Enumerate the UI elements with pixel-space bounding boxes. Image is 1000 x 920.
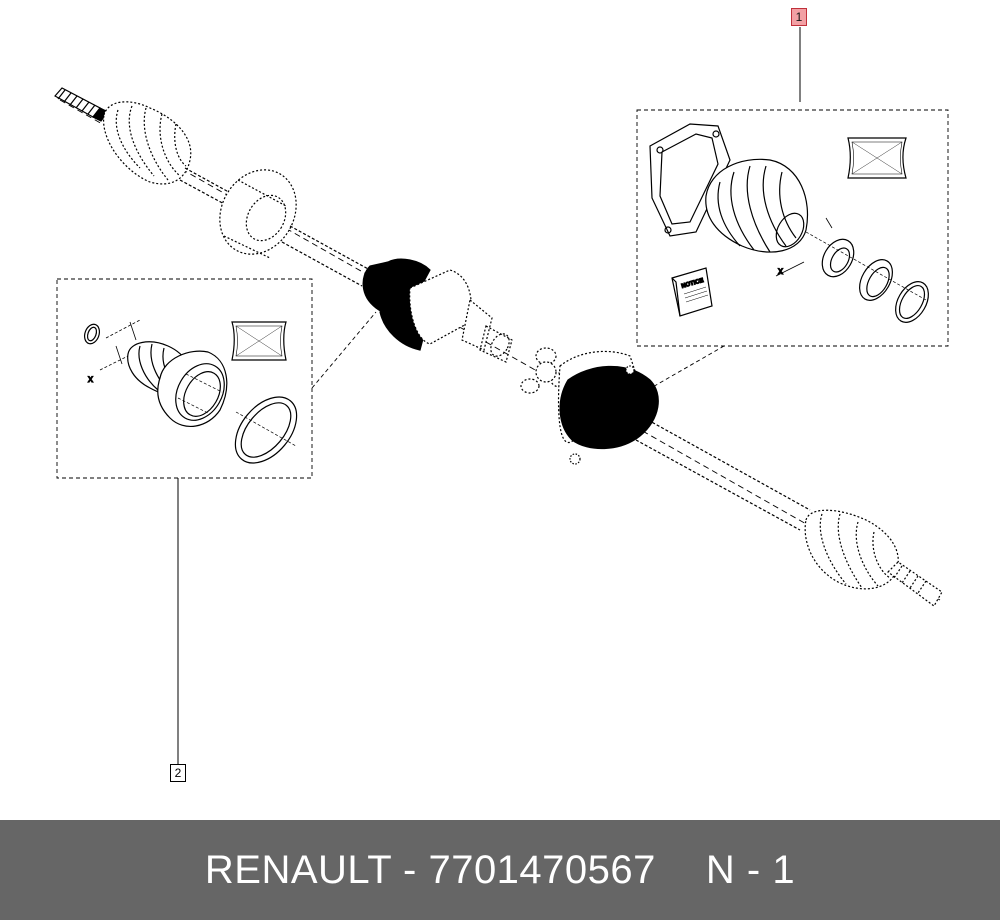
shaft-axis-line (59, 99, 941, 601)
clamp-ring-right (895, 281, 929, 323)
footer-suffix: N - 1 (705, 847, 796, 892)
kit-box-2: x (56, 278, 313, 479)
footer-part-number: RENAULT - 7701470567 (204, 847, 656, 892)
dimension-label-x-right: x (778, 266, 783, 277)
boot-large (157, 350, 228, 427)
leader-kit-1 (643, 345, 725, 393)
outer-cv-boot-left (103, 101, 192, 185)
inner-tulip-housing (409, 269, 513, 363)
shaft-damper-ring (219, 169, 297, 259)
outer-cv-boot-right (804, 509, 899, 590)
outer-joint-body (557, 350, 659, 465)
footer-bar: RENAULT - 7701470567 N - 1 (0, 820, 1000, 920)
boot-large-right (705, 158, 809, 253)
shaft-segment-mid (281, 225, 371, 287)
kit-box-1: NOTICE x (636, 109, 949, 347)
instruction-booklet (671, 267, 713, 317)
outer-spline-stub (54, 87, 109, 122)
seal-ring (859, 259, 893, 301)
clamp-band (234, 396, 298, 464)
shaft-segment-upper (179, 167, 237, 207)
drive-shaft-exploded-diagram: x (54, 27, 949, 764)
callout-2-badge[interactable]: 2 (170, 764, 186, 782)
dimension-label-x-left: x (88, 374, 93, 385)
circlip-small (83, 323, 101, 345)
shaft-segment-lower (635, 419, 811, 531)
bearing-ring (821, 238, 855, 278)
leader-kit-2 (311, 311, 377, 389)
outer-spline-stub-right (887, 561, 943, 607)
callout-1-badge[interactable]: 1 (791, 8, 807, 26)
